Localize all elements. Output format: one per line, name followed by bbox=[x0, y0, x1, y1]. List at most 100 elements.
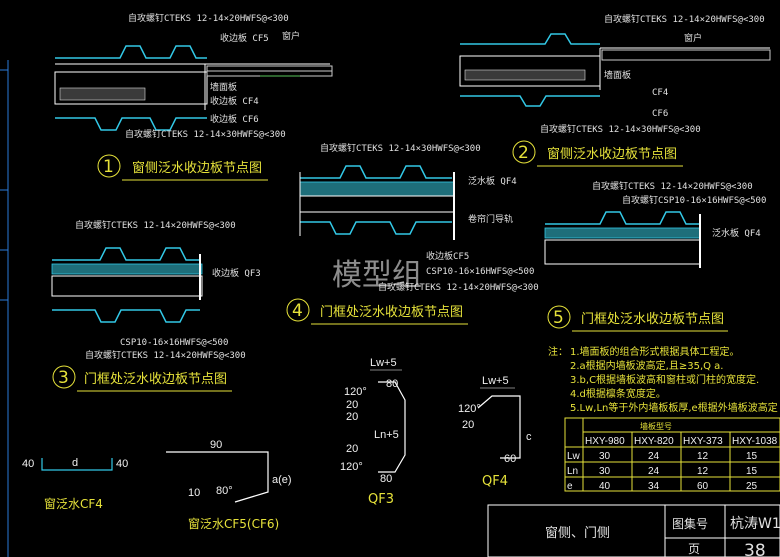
d1-callout-0: 自攻螺钉CTEKS 12-14×20HWFS@<300 bbox=[128, 12, 289, 24]
table-column-header: HXY-820 bbox=[634, 436, 674, 447]
table-cell: 40 bbox=[599, 481, 611, 492]
table-column-header: HXY-1038 bbox=[732, 436, 778, 447]
table-header: 墙板型号 bbox=[640, 421, 672, 431]
cf5-name: 窗泛水CF5(CF6) bbox=[188, 517, 279, 531]
profile-cf4: 40 d 40 窗泛水CF4 bbox=[22, 457, 128, 511]
profile-qf3: Lw+5 120° 80 20 20 Ln+5 20 120° 80 QF3 bbox=[340, 357, 406, 507]
qf3-dim: 20 bbox=[346, 443, 358, 455]
qf4-dim: 60 bbox=[504, 453, 516, 465]
d3-title: 门框处泛水收边板节点图 bbox=[84, 372, 227, 387]
table-column-header: HXY-980 bbox=[585, 436, 625, 447]
drawing-title: 窗侧、门侧 bbox=[545, 525, 610, 541]
d4-callout-5: 自攻螺钉CTEKS 12-14×20HWFS@<300 bbox=[378, 281, 539, 293]
d2-callout-3: CF4 bbox=[652, 88, 668, 98]
d4-title: 门框处泛水收边板节点图 bbox=[320, 305, 463, 320]
note-line: 4.d根据檩条宽度定。 bbox=[570, 387, 666, 400]
d3-callout-0: 自攻螺钉CTEKS 12-14×20HWFS@<300 bbox=[75, 219, 236, 231]
d1-callout-6: 自攻螺钉CTEKS 12-14×30HWFS@<300 bbox=[125, 128, 286, 140]
d3-callout-1: 收边板 QF3 bbox=[212, 267, 261, 279]
atlas-value: 杭涛W1 bbox=[730, 516, 780, 532]
watermark: 模型组 bbox=[332, 258, 422, 293]
qf3-dim: 20 bbox=[346, 411, 358, 423]
qf4-dim: Lw+5 bbox=[482, 375, 509, 387]
table-cell: 15 bbox=[746, 466, 758, 477]
d5-title: 门框处泛水收边板节点图 bbox=[581, 312, 724, 327]
qf3-dim: 120° bbox=[340, 461, 363, 473]
table-row-label: Ln bbox=[567, 466, 578, 477]
detail-2: 自攻螺钉CTEKS 12-14×20HWFS@<300 窗户 墙面板 CF4 C… bbox=[459, 13, 771, 167]
d5-callout-1: 自攻螺钉CSP10-16×16HWFS@<500 bbox=[622, 194, 766, 206]
profile-qf4: Lw+5 120° 20 c 60 QF4 bbox=[458, 375, 532, 489]
d5-callout-0: 自攻螺钉CTEKS 12-14×20HWFS@<300 bbox=[592, 180, 753, 192]
d4-callout-3: 收边板CF5 bbox=[426, 250, 469, 262]
title-block: 窗侧、门侧 图集号 杭涛W1 页 38 bbox=[487, 504, 780, 557]
table-cell: 30 bbox=[599, 466, 611, 477]
cf5-dim: a(e) bbox=[272, 474, 292, 486]
cf4-dim: d bbox=[72, 457, 78, 469]
cf5-dim: 80° bbox=[216, 485, 233, 497]
d1-callout-5: 收边板 CF6 bbox=[210, 113, 259, 125]
d2-callout-1: 窗户 bbox=[684, 32, 702, 44]
detail-3: 自攻螺钉CTEKS 12-14×20HWFS@<300 收边板 QF3 CSP1… bbox=[51, 219, 261, 392]
d1-callout-2: 窗户 bbox=[282, 30, 300, 42]
table-cell: 24 bbox=[648, 451, 660, 462]
d3-callout-3: 自攻螺钉CTEKS 12-14×20HWFS@<300 bbox=[85, 349, 246, 361]
table-row-label: Lw bbox=[567, 451, 581, 462]
qf4-dim: 120° bbox=[458, 403, 481, 415]
d2-callout-4: CF6 bbox=[652, 109, 668, 119]
qf3-dim: Ln+5 bbox=[374, 429, 399, 441]
table-cell: 34 bbox=[648, 481, 660, 492]
note-line: 1.墙面板的组合形式根据具体工程定。 bbox=[570, 345, 740, 358]
page-label: 页 bbox=[688, 542, 700, 556]
cf5-dim: 10 bbox=[188, 487, 200, 499]
table-cell: 30 bbox=[599, 451, 611, 462]
table-row-label: e bbox=[567, 481, 573, 492]
d1-title: 窗侧泛水收边板节点图 bbox=[132, 160, 262, 176]
d4-callout-2: 卷帘门导轨 bbox=[468, 213, 513, 225]
cf5-dim: 90 bbox=[210, 439, 222, 451]
detail-1: 自攻螺钉CTEKS 12-14×20HWFS@<300 收边板 CF5 窗户 墙… bbox=[54, 12, 333, 181]
d3-number: 3 bbox=[58, 368, 69, 388]
d2-callout-0: 自攻螺钉CTEKS 12-14×20HWFS@<300 bbox=[604, 13, 765, 25]
table-cell: 15 bbox=[746, 451, 758, 462]
d2-title: 窗侧泛水收边板节点图 bbox=[547, 146, 677, 162]
d4-callout-4: CSP10-16×16HWFS@<500 bbox=[426, 267, 534, 277]
d2-callout-2: 墙面板 bbox=[604, 69, 631, 81]
table-cell: 12 bbox=[697, 466, 709, 477]
table-cell: 60 bbox=[697, 481, 709, 492]
atlas-label: 图集号 bbox=[672, 516, 708, 531]
detail-5: 自攻螺钉CTEKS 12-14×20HWFS@<300 自攻螺钉CSP10-16… bbox=[544, 180, 766, 332]
d2-number: 2 bbox=[518, 143, 529, 163]
cf4-dim: 40 bbox=[116, 458, 128, 470]
qf3-dim: 80 bbox=[380, 473, 392, 485]
d5-callout-2: 泛水板 QF4 bbox=[712, 227, 761, 239]
table-cell: 24 bbox=[648, 466, 660, 477]
table-cell: 12 bbox=[697, 451, 709, 462]
d4-callout-1: 泛水板 QF4 bbox=[468, 175, 517, 187]
qf3-name: QF3 bbox=[368, 492, 394, 507]
note-line: 3.b,C根据墙板波高和窗柱或门柱的宽度定. bbox=[570, 373, 759, 386]
qf4-name: QF4 bbox=[482, 474, 508, 489]
table-cell: 25 bbox=[746, 481, 758, 492]
d1-callout-1: 收边板 CF5 bbox=[220, 32, 269, 44]
notes-prefix: 注： bbox=[548, 345, 568, 358]
note-line: 2.a根据内墙板波高定,且≥35,Q a. bbox=[570, 359, 724, 372]
qf3-dim: 80 bbox=[386, 378, 398, 390]
cf4-dim: 40 bbox=[22, 458, 34, 470]
qf3-dim: 20 bbox=[346, 399, 358, 411]
d2-callout-5: 自攻螺钉CTEKS 12-14×30HWFS@<300 bbox=[540, 123, 701, 135]
d4-callout-0: 自攻螺钉CTEKS 12-14×30HWFS@<300 bbox=[320, 142, 481, 154]
d4-number: 4 bbox=[292, 301, 303, 321]
qf4-dim: c bbox=[526, 431, 532, 443]
d5-number: 5 bbox=[553, 308, 564, 328]
qf3-dim: Lw+5 bbox=[370, 357, 397, 369]
d1-callout-3: 墙面板 bbox=[210, 81, 237, 93]
qf3-dim: 120° bbox=[344, 386, 367, 398]
d1-number: 1 bbox=[103, 157, 114, 177]
profile-cf5: 90 10 80° a(e) 窗泛水CF5(CF6) bbox=[166, 439, 292, 531]
detail-4: 自攻螺钉CTEKS 12-14×30HWFS@<300 泛水板 QF4 卷帘门导… bbox=[286, 142, 539, 325]
drawing-border-fragment bbox=[0, 60, 9, 557]
cf4-name: 窗泛水CF4 bbox=[44, 497, 103, 511]
